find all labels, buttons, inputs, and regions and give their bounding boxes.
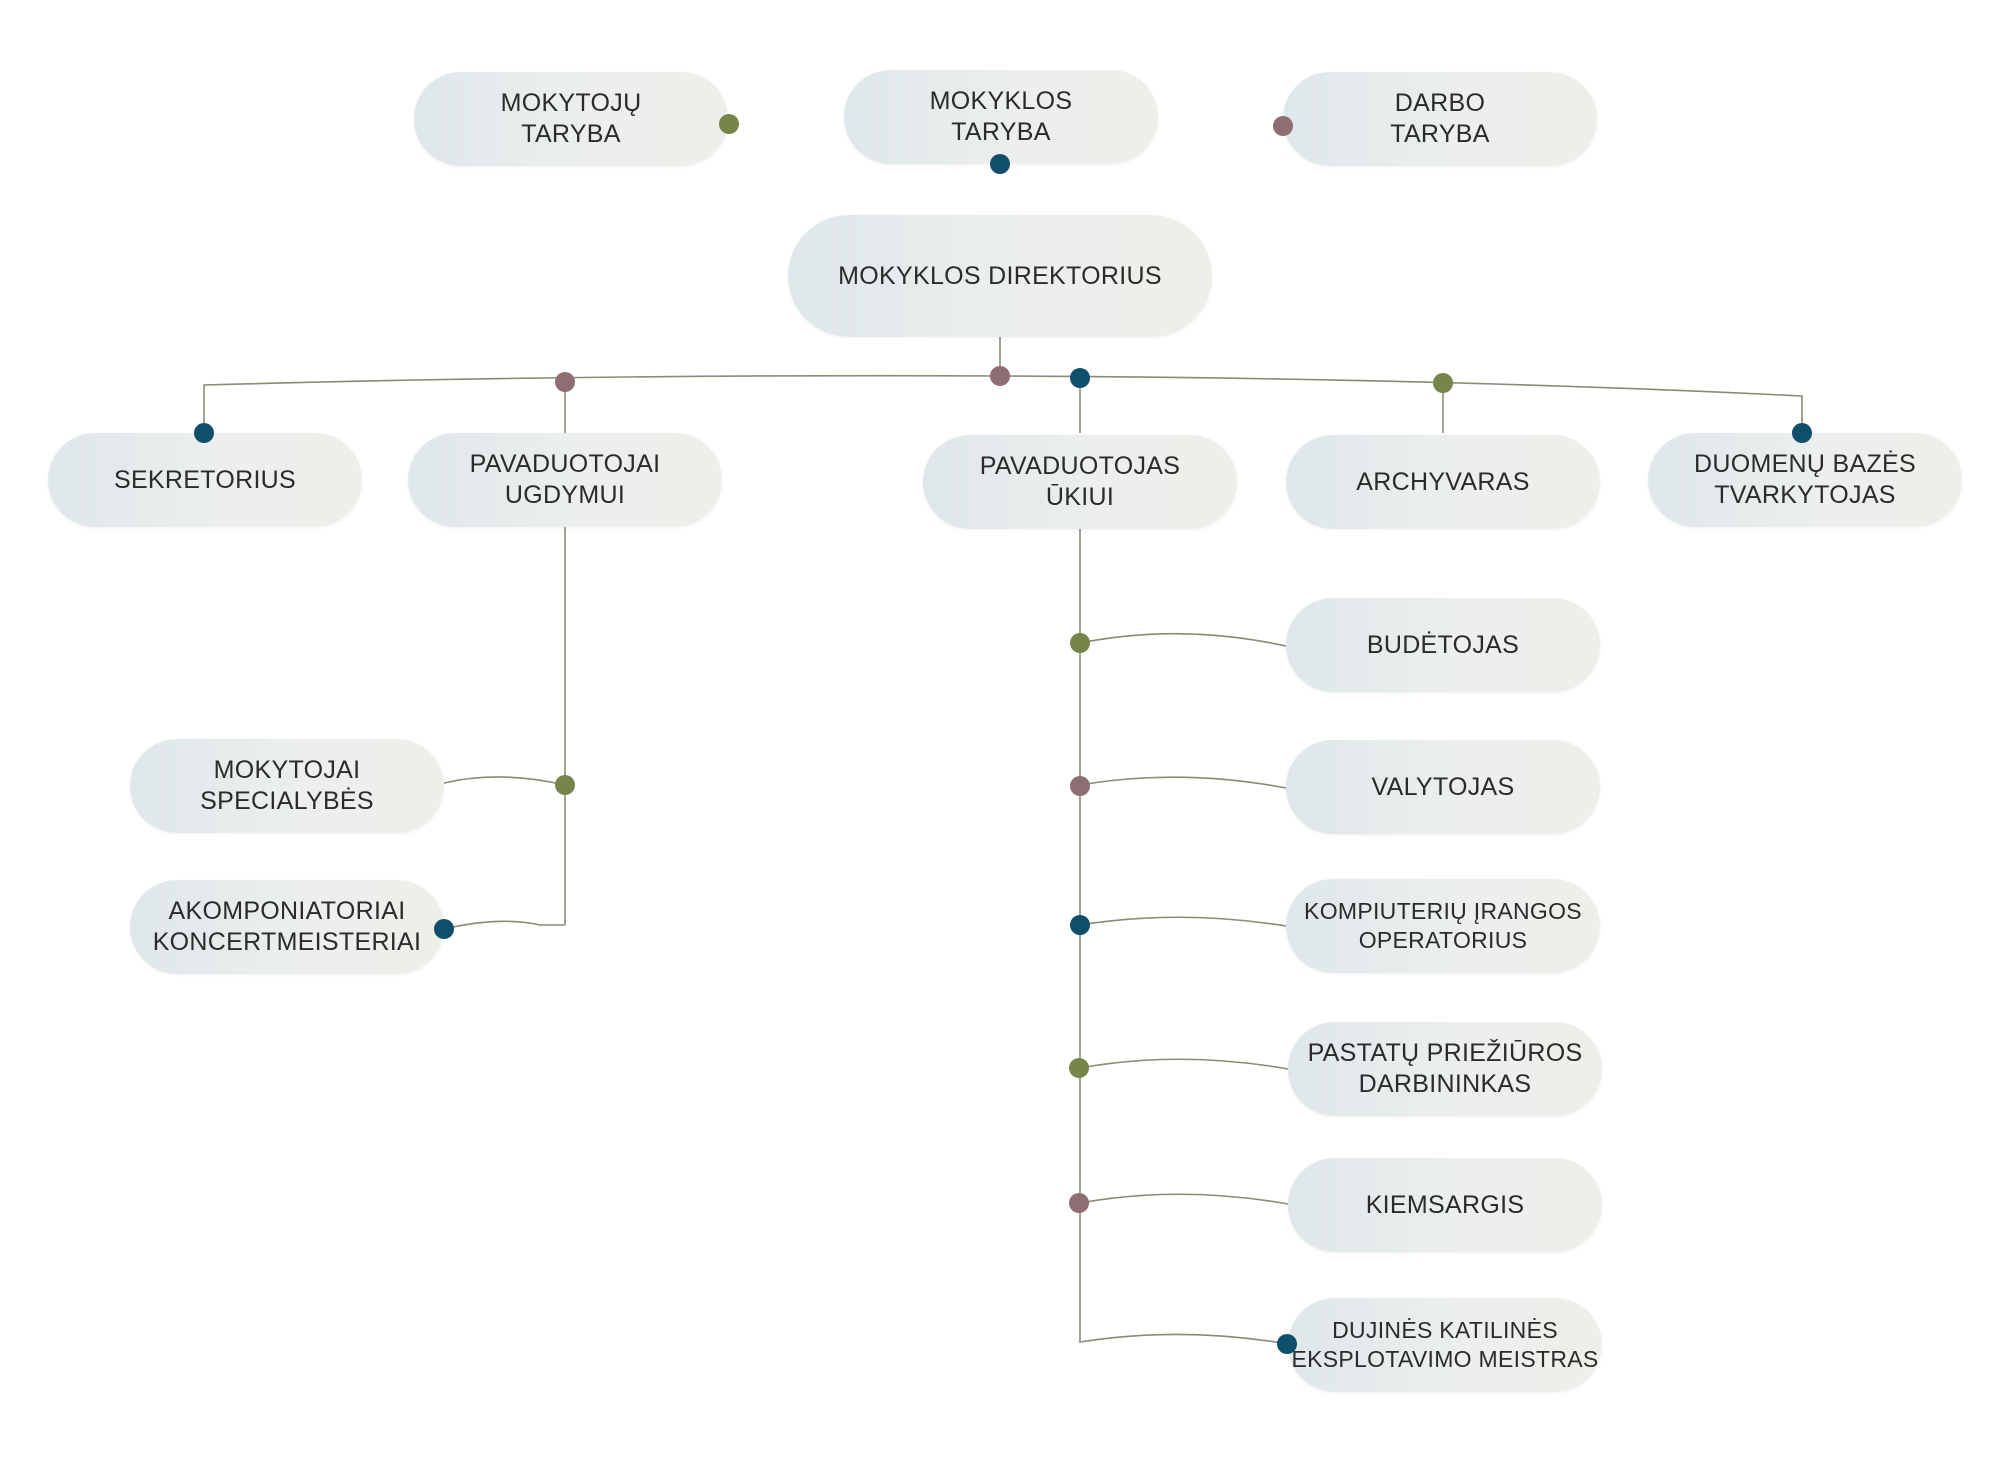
connector-dot-green (1069, 1058, 1089, 1078)
cleaner-label: VALYTOJAS (1371, 772, 1515, 801)
school-council-node: MOKYKLOS TARYBA (844, 70, 1158, 164)
duty-officer-label: BUDĖTOJAS (1366, 630, 1520, 659)
connector-dot-teal (1070, 915, 1090, 935)
yard-keeper-node: KIEMSARGIS (1288, 1158, 1602, 1252)
connector-dot-mauve (1069, 1193, 1089, 1213)
connector-yard-keeper (1079, 1193, 1289, 1205)
connector-dot-green (1070, 633, 1090, 653)
director-node: MOKYKLOS DIREKTORIUS (788, 215, 1212, 337)
connector-dot-mauve (990, 366, 1010, 386)
it-operator-node: KOMPIUTERIŲ ĮRANGOS OPERATORIUS (1286, 879, 1600, 973)
connector-economy-trunk (1079, 529, 1289, 1345)
connector-duty-officer (1079, 632, 1287, 647)
connector-dot-teal (1070, 368, 1090, 388)
archivist-node: ARCHYVARAS (1286, 435, 1600, 529)
connector-dot-mauve (1070, 776, 1090, 796)
secretary-label: SEKRETORIUS (113, 465, 297, 494)
connector-accompanists (443, 920, 565, 930)
accompanists-node: AKOMPONIATORIAI KONCERTMEISTERIAI (130, 880, 444, 974)
connector-maintenance (1079, 1058, 1289, 1070)
cleaner-node: VALYTOJAS (1286, 740, 1600, 834)
work-council-label: DARBO TARYBA (1390, 89, 1490, 148)
it-operator-label: KOMPIUTERIŲ ĮRANGOS OPERATORIUS (1304, 898, 1582, 953)
deputy-education-label: PAVADUOTOJAI UGDYMUI (469, 450, 661, 509)
teachers-council-label: MOKYTOJŲ TARYBA (500, 89, 642, 148)
teachers-council-node: MOKYTOJŲ TARYBA (414, 72, 728, 166)
connector-it-operator (1079, 916, 1287, 927)
deputy-education-node: PAVADUOTOJAI UGDYMUI (408, 433, 722, 527)
connector-specialty-teachers (443, 776, 566, 786)
connector-dot-teal (194, 423, 214, 443)
connector-dot-green (1433, 373, 1453, 393)
connector-cleaner (1079, 776, 1287, 789)
boiler-master-node: DUJINĖS KATILINĖS EKSPLOTAVIMO MEISTRAS (1288, 1298, 1602, 1392)
db-manager-node: DUOMENŲ BAZĖS TVARKYTOJAS (1648, 433, 1962, 527)
connector-dot-green (555, 775, 575, 795)
specialty-teachers-node: MOKYTOJAI SPECIALYBĖS (130, 739, 444, 833)
connector-dot-teal (990, 154, 1010, 174)
yard-keeper-label: KIEMSARGIS (1365, 1190, 1525, 1219)
connector-dot-green (719, 114, 739, 134)
db-manager-label: DUOMENŲ BAZĖS TVARKYTOJAS (1694, 450, 1916, 509)
school-council-label: MOKYKLOS TARYBA (929, 87, 1073, 146)
connector-dot-teal (434, 919, 454, 939)
connector-dot-mauve (1273, 116, 1293, 136)
maintenance-label: PASTATŲ PRIEŽIŪROS DARBININKAS (1307, 1039, 1583, 1098)
boiler-master-label: DUJINĖS KATILINĖS EKSPLOTAVIMO MEISTRAS (1291, 1317, 1599, 1372)
connector-dot-mauve (555, 372, 575, 392)
maintenance-node: PASTATŲ PRIEŽIŪROS DARBININKAS (1288, 1022, 1602, 1116)
deputy-economy-node: PAVADUOTOJAS ŪKIUI (923, 435, 1237, 529)
secretary-node: SEKRETORIUS (48, 433, 362, 527)
connector-dot-teal (1277, 1334, 1297, 1354)
accompanists-label: AKOMPONIATORIAI KONCERTMEISTERIAI (152, 897, 422, 956)
connector-dot-teal (1792, 423, 1812, 443)
archivist-label: ARCHYVARAS (1356, 467, 1530, 496)
deputy-economy-label: PAVADUOTOJAS ŪKIUI (979, 452, 1181, 511)
duty-officer-node: BUDĖTOJAS (1286, 598, 1600, 692)
work-council-node: DARBO TARYBA (1283, 72, 1597, 166)
specialty-teachers-label: MOKYTOJAI SPECIALYBĖS (200, 756, 374, 815)
director-label: MOKYKLOS DIREKTORIUS (838, 261, 1162, 290)
